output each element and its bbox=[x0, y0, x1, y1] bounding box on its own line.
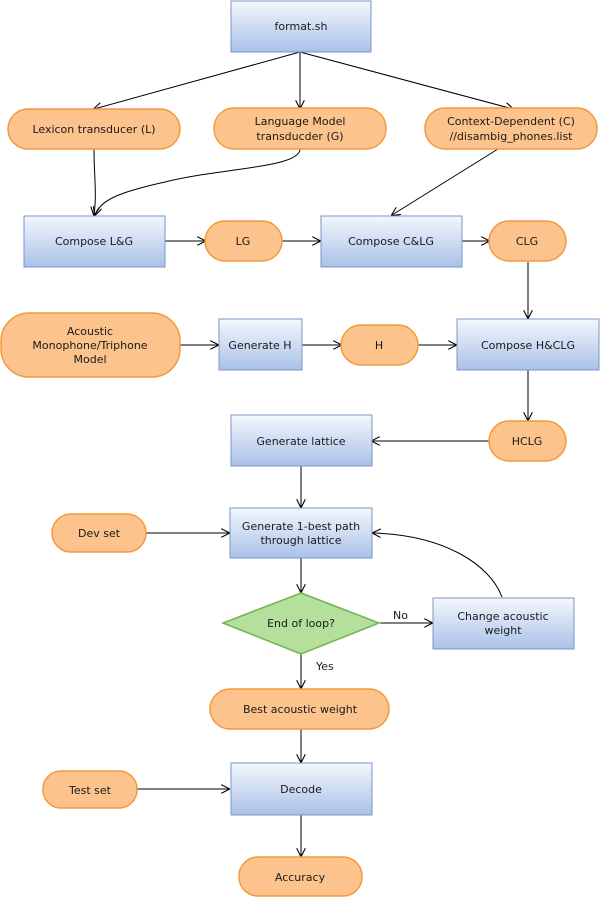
node-generate-h[interactable]: Generate H bbox=[218, 318, 303, 371]
edge-lexicon-to-compose-lg bbox=[94, 148, 95, 215]
node-one-best-path-label-1: Generate 1-best path bbox=[242, 520, 360, 533]
node-context-dependent-label-2: //disambig_phones.list bbox=[450, 130, 574, 143]
node-dev-set-label: Dev set bbox=[78, 527, 121, 540]
node-context-dependent[interactable]: Context-Dependent (C) //disambig_phones.… bbox=[424, 107, 598, 150]
node-compose-hclg-label: Compose H&CLG bbox=[481, 339, 575, 352]
node-change-weight[interactable]: Change acoustic weight bbox=[432, 597, 575, 650]
node-language-model[interactable]: Language Model transducder (G) bbox=[213, 107, 387, 150]
node-context-dependent-label-1: Context-Dependent (C) bbox=[447, 115, 575, 128]
edge-context-to-compose-clg bbox=[392, 148, 499, 215]
node-accuracy[interactable]: Accuracy bbox=[238, 856, 363, 897]
node-generate-lattice[interactable]: Generate lattice bbox=[230, 414, 373, 467]
node-hclg-label: HCLG bbox=[512, 435, 543, 448]
node-lg-label: LG bbox=[236, 235, 251, 248]
node-best-weight[interactable]: Best acoustic weight bbox=[209, 688, 390, 730]
edge-change-weight-to-one-best bbox=[373, 533, 503, 598]
node-acoustic-model[interactable]: Acoustic Monophone/Triphone Model bbox=[0, 312, 181, 378]
node-lexicon-transducer[interactable]: Lexicon transducer (L) bbox=[7, 108, 181, 150]
node-accuracy-label: Accuracy bbox=[275, 871, 326, 884]
node-end-of-loop[interactable]: End of loop? bbox=[220, 592, 382, 655]
edge-format-to-lexicon bbox=[94, 51, 301, 109]
edge-label-no: No bbox=[393, 609, 408, 622]
node-dev-set[interactable]: Dev set bbox=[51, 513, 147, 553]
node-acoustic-model-label-3: Model bbox=[73, 353, 106, 366]
node-best-weight-label: Best acoustic weight bbox=[243, 703, 358, 716]
node-generate-lattice-label: Generate lattice bbox=[256, 435, 345, 448]
node-acoustic-model-label-1: Acoustic bbox=[67, 325, 113, 338]
edge-format-to-context bbox=[299, 51, 513, 109]
node-lg[interactable]: LG bbox=[204, 220, 283, 262]
node-hclg[interactable]: HCLG bbox=[488, 420, 567, 462]
node-format-sh[interactable]: format.sh bbox=[230, 0, 372, 53]
node-language-model-label-1: Language Model bbox=[255, 115, 346, 128]
edge-label-yes: Yes bbox=[315, 660, 334, 673]
node-compose-lg[interactable]: Compose L&G bbox=[23, 215, 166, 268]
node-clg-label: CLG bbox=[516, 235, 538, 248]
node-format-sh-label: format.sh bbox=[275, 20, 328, 33]
node-change-weight-label-2: weight bbox=[484, 624, 522, 637]
node-one-best-path[interactable]: Generate 1-best path through lattice bbox=[229, 507, 373, 559]
node-change-weight-label-1: Change acoustic bbox=[457, 610, 548, 623]
node-decode[interactable]: Decode bbox=[230, 762, 373, 816]
node-one-best-path-label-2: through lattice bbox=[260, 534, 341, 547]
node-h-label: H bbox=[375, 339, 383, 352]
node-acoustic-model-label-2: Monophone/Triphone bbox=[32, 339, 147, 352]
node-compose-clg[interactable]: Compose C&LG bbox=[320, 215, 463, 268]
node-language-model-label-2: transducder (G) bbox=[256, 130, 343, 143]
edge-lm-to-compose-lg bbox=[95, 148, 301, 215]
node-test-set-label: Test set bbox=[68, 784, 112, 797]
node-end-of-loop-label: End of loop? bbox=[267, 617, 335, 630]
node-compose-lg-label: Compose L&G bbox=[55, 235, 133, 248]
edges bbox=[94, 51, 528, 856]
node-compose-hclg[interactable]: Compose H&CLG bbox=[456, 318, 600, 371]
node-lexicon-transducer-label: Lexicon transducer (L) bbox=[32, 123, 155, 136]
node-clg[interactable]: CLG bbox=[488, 220, 567, 262]
node-decode-label: Decode bbox=[280, 783, 322, 796]
node-generate-h-label: Generate H bbox=[228, 339, 291, 352]
node-test-set[interactable]: Test set bbox=[42, 770, 138, 809]
node-h[interactable]: H bbox=[340, 324, 419, 366]
node-compose-clg-label: Compose C&LG bbox=[348, 235, 434, 248]
